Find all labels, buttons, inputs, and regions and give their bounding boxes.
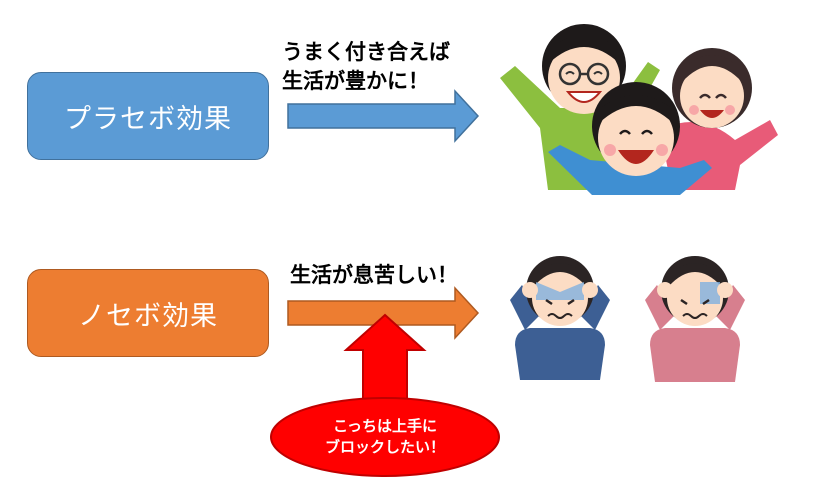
blue-arrow-right — [287, 89, 480, 143]
orange-arrow-right — [287, 286, 480, 340]
happy-family-illustration — [500, 24, 778, 195]
nocebo-effect-label: ノセボ効果 — [78, 300, 218, 332]
placebo-caption-line2: 生活が豊かに！ — [282, 69, 429, 93]
placebo-effect-box: プラセボ効果 — [27, 72, 269, 160]
placebo-caption-line1: うまく付き合えば — [282, 40, 450, 64]
nocebo-caption: 生活が息苦しい！ — [290, 263, 458, 287]
worried-couple-illustration — [510, 256, 745, 382]
placebo-effect-label: プラセボ効果 — [64, 103, 232, 135]
nocebo-effect-box: ノセボ効果 — [27, 269, 269, 357]
callout-oval — [270, 397, 500, 477]
placebo-caption: うまく付き合えば 生活が豊かに！ — [282, 38, 450, 96]
red-arrow-up — [343, 313, 427, 403]
callout-text: こっちは上手に ブロックしたい！ — [270, 398, 500, 476]
callout-line1: こっちは上手に — [333, 417, 437, 435]
callout-line2: ブロックしたい！ — [324, 438, 445, 456]
